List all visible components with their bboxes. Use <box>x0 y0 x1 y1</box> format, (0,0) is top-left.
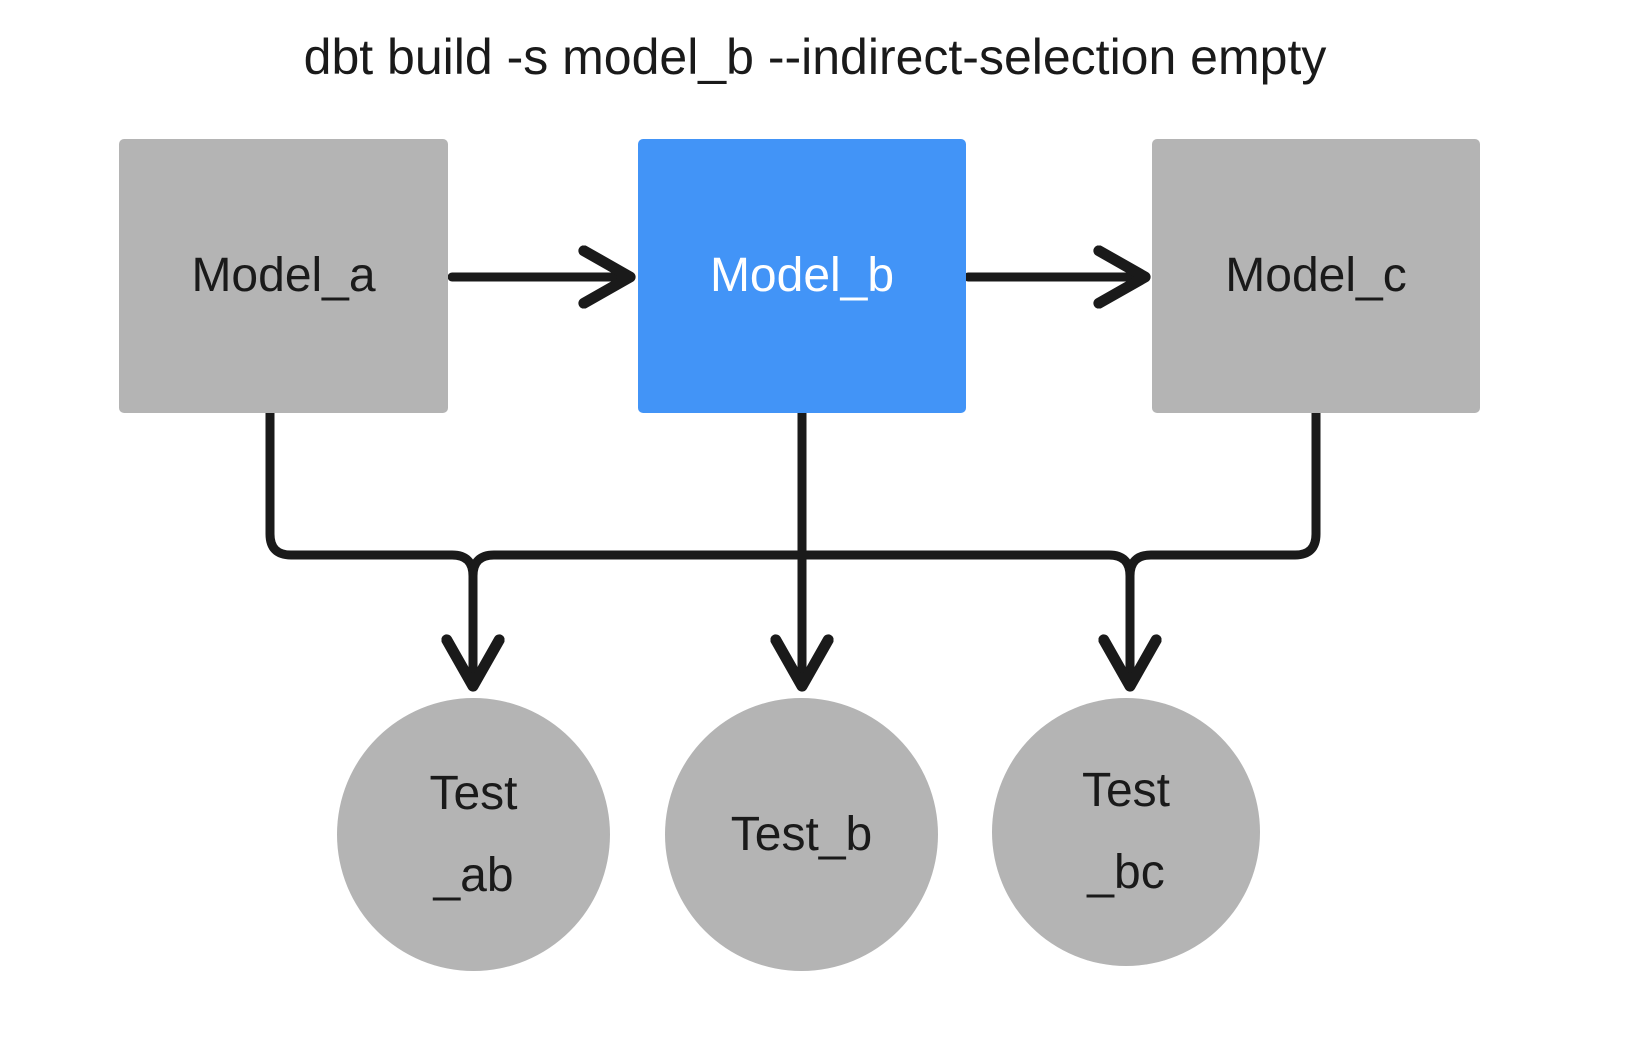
node-label-test-b: Test_b <box>730 807 873 861</box>
edge-model-b-to-test-bc <box>797 550 1135 581</box>
node-model-b[interactable]: Model_b <box>638 139 966 413</box>
node-label-model-a: Model_a <box>191 249 376 303</box>
edge-model-a-to-test-ab <box>265 408 473 684</box>
node-label-model-b: Model_b <box>709 249 895 303</box>
node-label-test-bc: Test _bc <box>1081 764 1171 899</box>
node-model-c[interactable]: Model_c <box>1152 139 1480 413</box>
diagram-title: dbt build -s model_b --indirect-selectio… <box>303 29 1327 85</box>
node-model-a[interactable]: Model_a <box>119 139 448 413</box>
node-test-bc[interactable]: Test _bc <box>992 698 1260 966</box>
node-label-test-ab: Test _ab <box>429 766 518 902</box>
edge-model-b-to-test-ab <box>468 550 807 581</box>
node-test-b[interactable]: Test_b <box>665 698 938 971</box>
node-test-ab[interactable]: Test _ab <box>337 698 610 971</box>
edge-model-c-to-test-bc <box>1130 408 1321 684</box>
node-label-model-c: Model_c <box>1225 249 1407 303</box>
